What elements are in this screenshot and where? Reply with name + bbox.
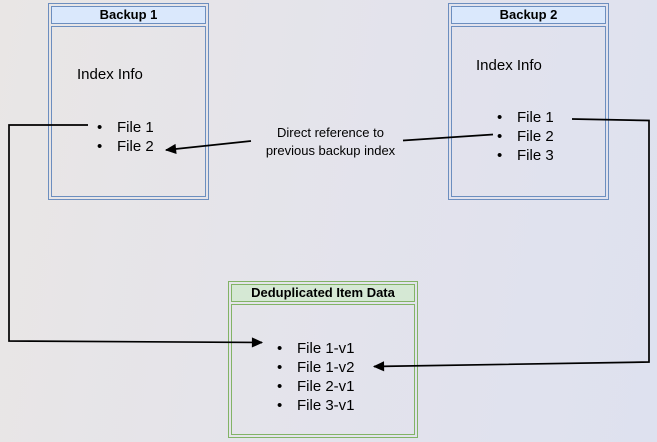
backup2-file-list: File 1 File 2 File 3 (449, 108, 608, 165)
list-item: File 2-v1 (229, 377, 417, 396)
list-item: File 2 (49, 137, 208, 156)
list-item: File 1 (49, 118, 208, 137)
dedup-file-list: File 1-v1 File 1-v2 File 2-v1 File 3-v1 (229, 339, 417, 415)
backup1-index-info-label: Index Info (77, 66, 143, 83)
dedup-title: Deduplicated Item Data (251, 285, 395, 300)
list-item: File 3 (449, 146, 608, 165)
backup1-box: Backup 1 Index Info File 1 File 2 (48, 3, 209, 200)
backup2-header: Backup 2 (451, 6, 606, 24)
dedup-header: Deduplicated Item Data (231, 284, 415, 302)
list-item: File 1 (449, 108, 608, 127)
backup1-body (51, 26, 206, 197)
reference-annotation: Direct reference to previous backup inde… (243, 124, 418, 160)
list-item: File 1-v2 (229, 358, 417, 377)
list-item: File 2 (449, 127, 608, 146)
backup2-index-info-label: Index Info (476, 57, 542, 74)
dedup-box: Deduplicated Item Data File 1-v1 File 1-… (228, 281, 418, 438)
list-item: File 1-v1 (229, 339, 417, 358)
list-item: File 3-v1 (229, 396, 417, 415)
reference-annotation-line1: Direct reference to (277, 125, 384, 140)
backup1-file-list: File 1 File 2 (49, 118, 208, 156)
backup1-header: Backup 1 (51, 6, 206, 24)
backup2-title: Backup 2 (499, 7, 558, 22)
backup2-box: Backup 2 Index Info File 1 File 2 File 3 (448, 3, 609, 200)
reference-annotation-line2: previous backup index (265, 143, 396, 158)
backup1-title: Backup 1 (99, 7, 158, 22)
